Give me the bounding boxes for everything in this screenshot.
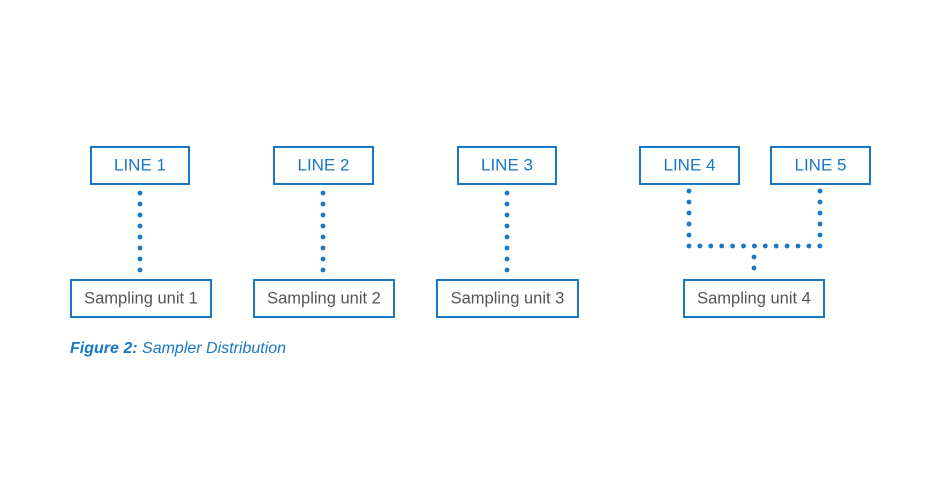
connector-dot xyxy=(137,256,143,262)
connector-dot xyxy=(817,199,823,205)
line-label: LINE 5 xyxy=(795,155,847,174)
sampling-unit-node-3: Sampling unit 3 xyxy=(436,279,579,318)
sampling-unit-label: Sampling unit 4 xyxy=(697,289,811,307)
connector-dot xyxy=(137,267,143,273)
line-label: LINE 1 xyxy=(114,155,166,174)
connector-dot xyxy=(320,234,326,240)
sampling-unit-label: Sampling unit 1 xyxy=(84,289,198,307)
connector-dot xyxy=(752,243,757,249)
connector-line4-line5-unit4 xyxy=(686,188,823,271)
connector-dot xyxy=(504,190,510,196)
connector-dot xyxy=(504,245,510,251)
connector-dot xyxy=(686,243,692,249)
connector-dot xyxy=(686,221,692,227)
connector-dot xyxy=(795,243,801,249)
sampling-unit-label: Sampling unit 3 xyxy=(451,289,565,307)
connector-dot xyxy=(137,245,143,251)
connector-dot xyxy=(686,210,692,216)
connector-line1-unit1 xyxy=(137,190,143,273)
sampling-unit-node-1: Sampling unit 1 xyxy=(70,279,212,318)
connector-dot xyxy=(806,243,812,249)
connector-dot xyxy=(817,221,823,227)
sampling-unit-node-4: Sampling unit 4 xyxy=(683,279,825,318)
connector-dot xyxy=(504,212,510,218)
connector-dot xyxy=(817,188,823,194)
line-node-1: LINE 1 xyxy=(90,146,190,185)
connector-dot xyxy=(320,190,326,196)
connector-dot xyxy=(686,199,692,205)
connector-dot xyxy=(137,201,143,207)
line-node-2: LINE 2 xyxy=(273,146,374,185)
connector-dot xyxy=(686,188,692,194)
connector-dot xyxy=(137,234,143,240)
sampling-unit-label: Sampling unit 2 xyxy=(267,289,381,307)
connector-dot xyxy=(719,243,725,249)
connector-dot xyxy=(697,243,703,249)
connector-dot xyxy=(817,232,823,238)
line-node-5: LINE 5 xyxy=(770,146,871,185)
connector-dot xyxy=(741,243,746,249)
connector-dot xyxy=(504,234,510,240)
connector-dot xyxy=(320,267,326,273)
connector-dot xyxy=(784,243,790,249)
line-label: LINE 2 xyxy=(298,155,350,174)
connector-dot xyxy=(504,201,510,207)
connector-dot xyxy=(504,223,510,229)
line-label: LINE 4 xyxy=(664,155,716,174)
connector-dot xyxy=(320,201,326,207)
connector-dot xyxy=(504,256,510,262)
line-label: LINE 3 xyxy=(481,155,533,174)
connector-dot xyxy=(504,267,510,273)
connector-dot xyxy=(730,243,735,249)
connector-dot xyxy=(320,245,326,251)
figure-caption: Figure 2: Sampler Distribution xyxy=(70,340,286,358)
connector-dot xyxy=(137,190,143,196)
connector-dot xyxy=(751,265,757,271)
connector-dot xyxy=(320,256,326,262)
sampling-unit-node-2: Sampling unit 2 xyxy=(253,279,395,318)
connector-dot xyxy=(320,212,326,218)
line-node-4: LINE 4 xyxy=(639,146,740,185)
figure-label: Figure 2: xyxy=(70,340,138,357)
connector-dot xyxy=(817,243,823,249)
connector-dot xyxy=(686,232,692,238)
line-node-3: LINE 3 xyxy=(457,146,557,185)
connector-dot xyxy=(751,254,757,260)
connector-dot xyxy=(817,210,823,216)
connector-dot xyxy=(708,243,714,249)
connector-dot xyxy=(762,243,768,249)
connector-dot xyxy=(137,212,143,218)
connector-dot xyxy=(773,243,779,249)
connector-line3-unit3 xyxy=(504,190,510,273)
connector-line2-unit2 xyxy=(320,190,326,273)
connector-dot xyxy=(137,223,143,229)
figure-title: Sampler Distribution xyxy=(142,340,287,357)
connector-dot xyxy=(320,223,326,229)
